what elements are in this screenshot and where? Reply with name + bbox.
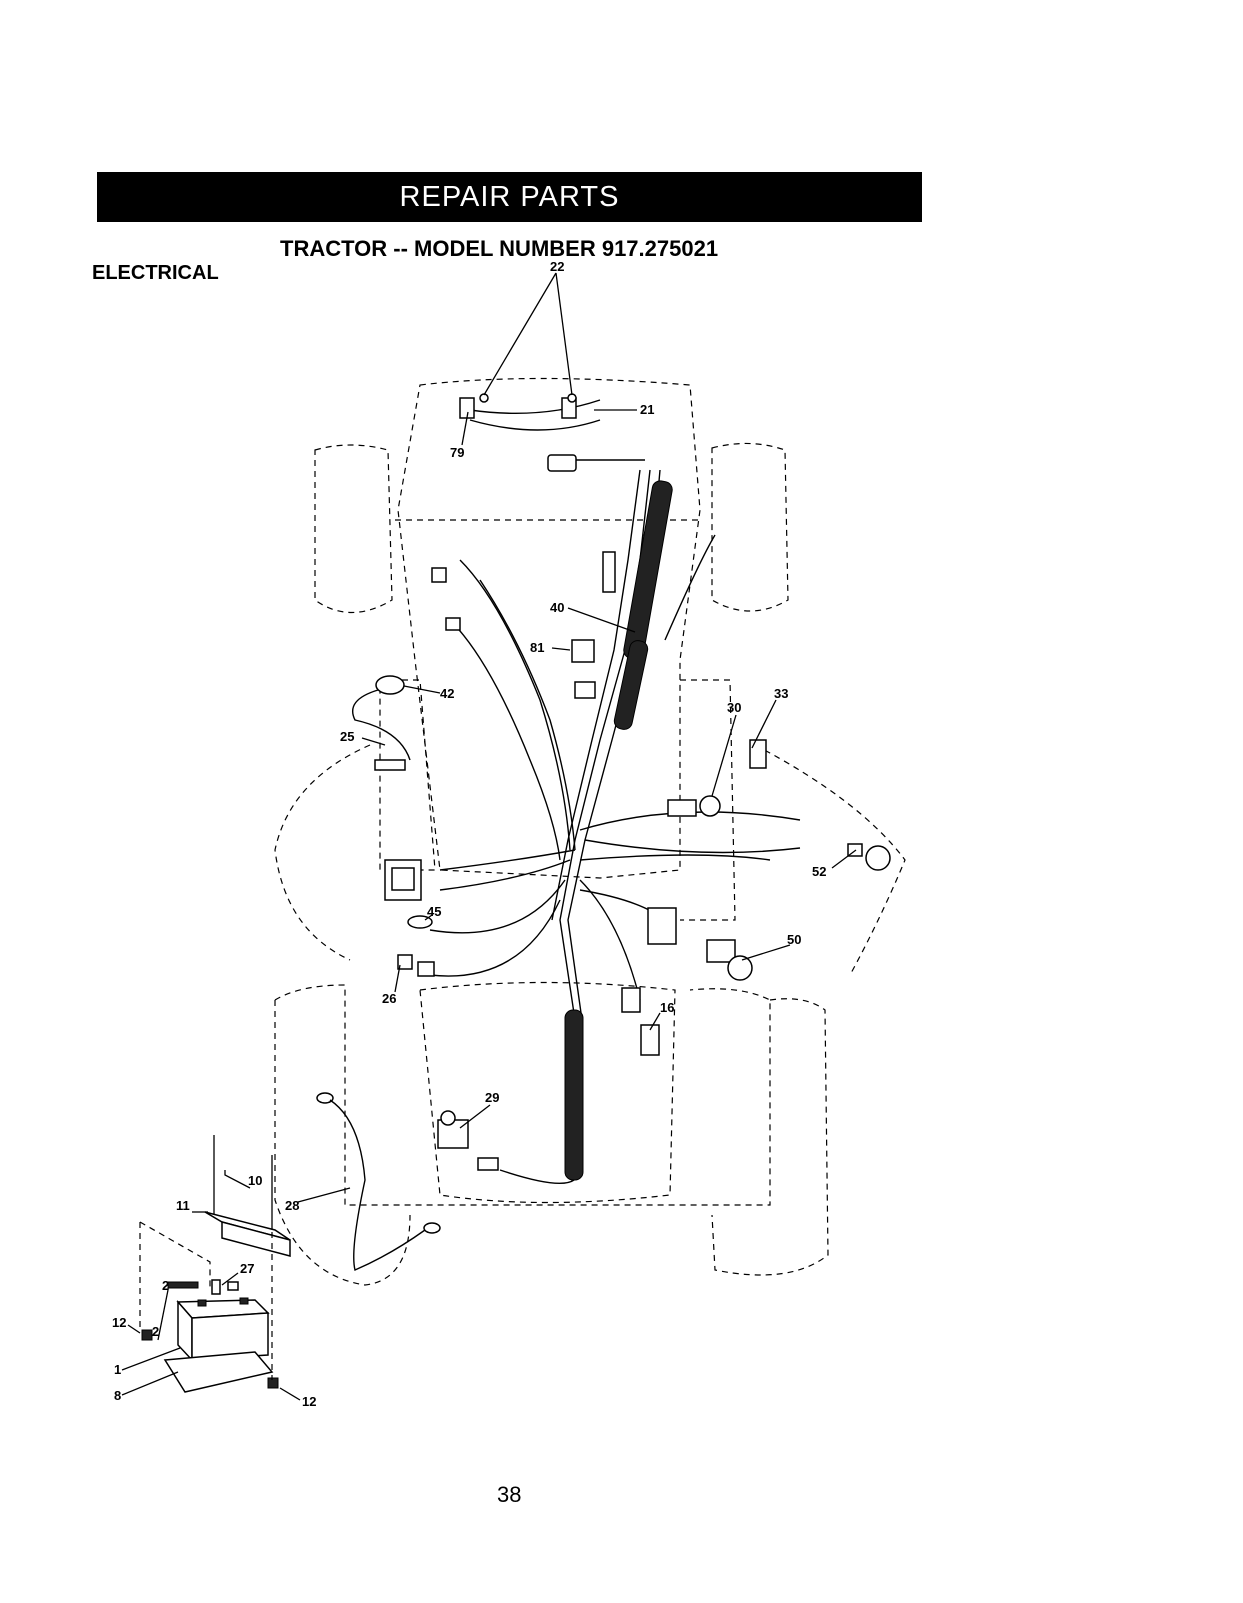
callout-28: 28	[285, 1198, 299, 1213]
callout-12-left: 12	[112, 1315, 126, 1330]
coil-rear	[500, 1010, 583, 1183]
callout-1: 1	[114, 1362, 121, 1377]
ground-wire-25	[353, 690, 410, 770]
ring-terminal-42	[376, 676, 404, 694]
callout-10: 10	[248, 1173, 262, 1188]
connector-front	[548, 455, 576, 471]
callout-40: 40	[550, 600, 564, 615]
callout-45: 45	[427, 904, 441, 919]
relay-81	[572, 640, 594, 662]
seat-switch-29	[438, 1111, 468, 1148]
frame-rear	[275, 985, 770, 1205]
key-33	[750, 740, 766, 768]
callout-21: 21	[640, 402, 654, 417]
page-number: 38	[497, 1482, 521, 1508]
switch-50	[707, 940, 752, 980]
callout-33: 33	[774, 686, 788, 701]
callout-labels: 22 21 79 40 81 42 33 30 25 52 45 50 26 1…	[112, 259, 826, 1409]
body-left	[380, 680, 435, 870]
callout-25: 25	[340, 729, 354, 744]
callout-81: 81	[530, 640, 544, 655]
connector-rear	[478, 1158, 498, 1170]
callout-29: 29	[485, 1090, 499, 1105]
hood-outline	[398, 379, 700, 879]
connector-left-upper	[432, 568, 446, 582]
callout-27: 27	[240, 1261, 254, 1276]
wire-harness	[430, 400, 800, 1020]
bulb-right	[568, 394, 576, 402]
lamp-52	[848, 844, 890, 870]
connector-26	[398, 955, 434, 976]
mower-deck-left	[275, 745, 370, 960]
battery-bracket-11	[205, 1212, 290, 1256]
seat-outline	[420, 983, 675, 1203]
connector-block-right	[648, 908, 676, 944]
callout-22: 22	[550, 259, 564, 274]
callout-50: 50	[787, 932, 801, 947]
callout-30: 30	[727, 700, 741, 715]
callout-26: 26	[382, 991, 396, 1006]
battery	[178, 1298, 268, 1360]
callout-79: 79	[450, 445, 464, 460]
terminal-bolts-27	[168, 1280, 238, 1294]
battery-tray-8	[165, 1352, 272, 1392]
callout-12-right: 12	[302, 1394, 316, 1409]
module-45	[385, 860, 421, 900]
connector-16	[622, 988, 659, 1055]
connector-left-lower	[446, 618, 460, 630]
callout-11: 11	[176, 1198, 190, 1213]
battery-cable-28	[317, 1093, 440, 1270]
front-left-wheel	[315, 445, 392, 613]
connector-center	[575, 682, 595, 698]
coil-front	[613, 480, 674, 731]
callout-52: 52	[812, 864, 826, 879]
nut-12-left	[142, 1330, 152, 1340]
callout-16: 16	[660, 1000, 674, 1015]
ignition-switch-30	[668, 796, 720, 816]
rear-left-wheel	[275, 1000, 410, 1285]
callout-2-left: 2	[152, 1324, 159, 1339]
callout-42: 42	[440, 686, 454, 701]
callout-2-right: 2	[162, 1278, 169, 1293]
callout-8: 8	[114, 1388, 121, 1403]
nut-12-right	[268, 1378, 278, 1388]
bulb-left	[480, 394, 488, 402]
tractor-outline	[275, 379, 905, 1286]
front-right-wheel	[712, 443, 788, 611]
connector-vertical	[603, 552, 615, 592]
